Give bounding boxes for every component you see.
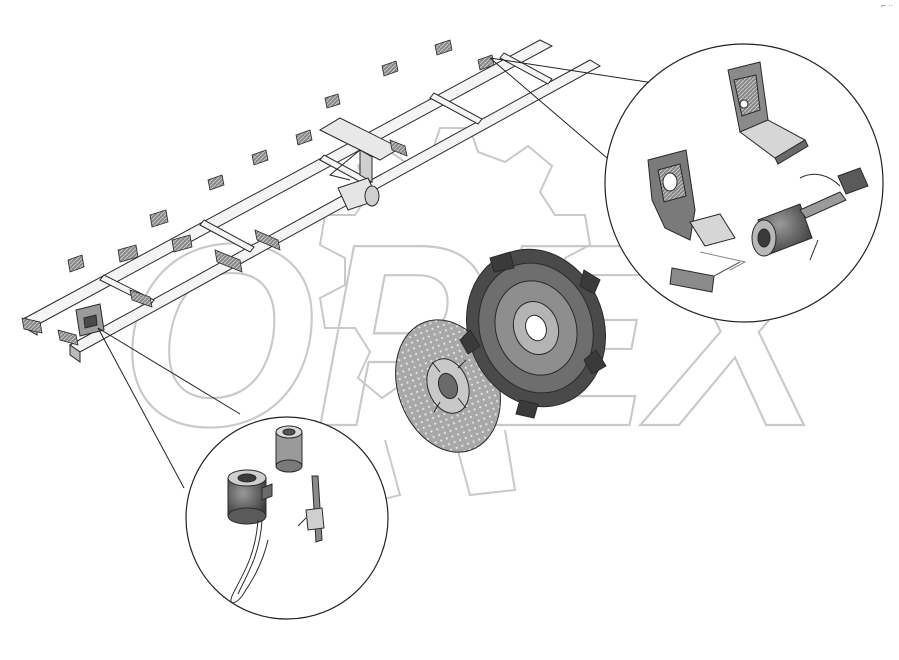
mounting-bracket-upper bbox=[727, 61, 809, 165]
front-plate bbox=[75, 303, 105, 337]
callout-circle-bottom bbox=[185, 416, 389, 620]
pressure-plate bbox=[459, 248, 607, 419]
sensor-body bbox=[227, 469, 273, 525]
corner-mark: ⌐ ·· bbox=[880, 2, 893, 10]
wire-pin bbox=[297, 475, 325, 543]
callout-circle-top bbox=[604, 43, 884, 323]
frame-brackets bbox=[21, 39, 495, 346]
clutch-booster bbox=[337, 177, 380, 211]
chassis-frame bbox=[23, 39, 602, 363]
sensor-wire bbox=[230, 519, 269, 604]
spool-part bbox=[275, 425, 303, 473]
electrical-connector bbox=[799, 167, 869, 261]
clutch-cylinder bbox=[751, 191, 847, 257]
gasket-plate bbox=[669, 251, 747, 293]
leader-lines bbox=[97, 57, 661, 489]
mounting-bracket-lower bbox=[647, 149, 736, 247]
